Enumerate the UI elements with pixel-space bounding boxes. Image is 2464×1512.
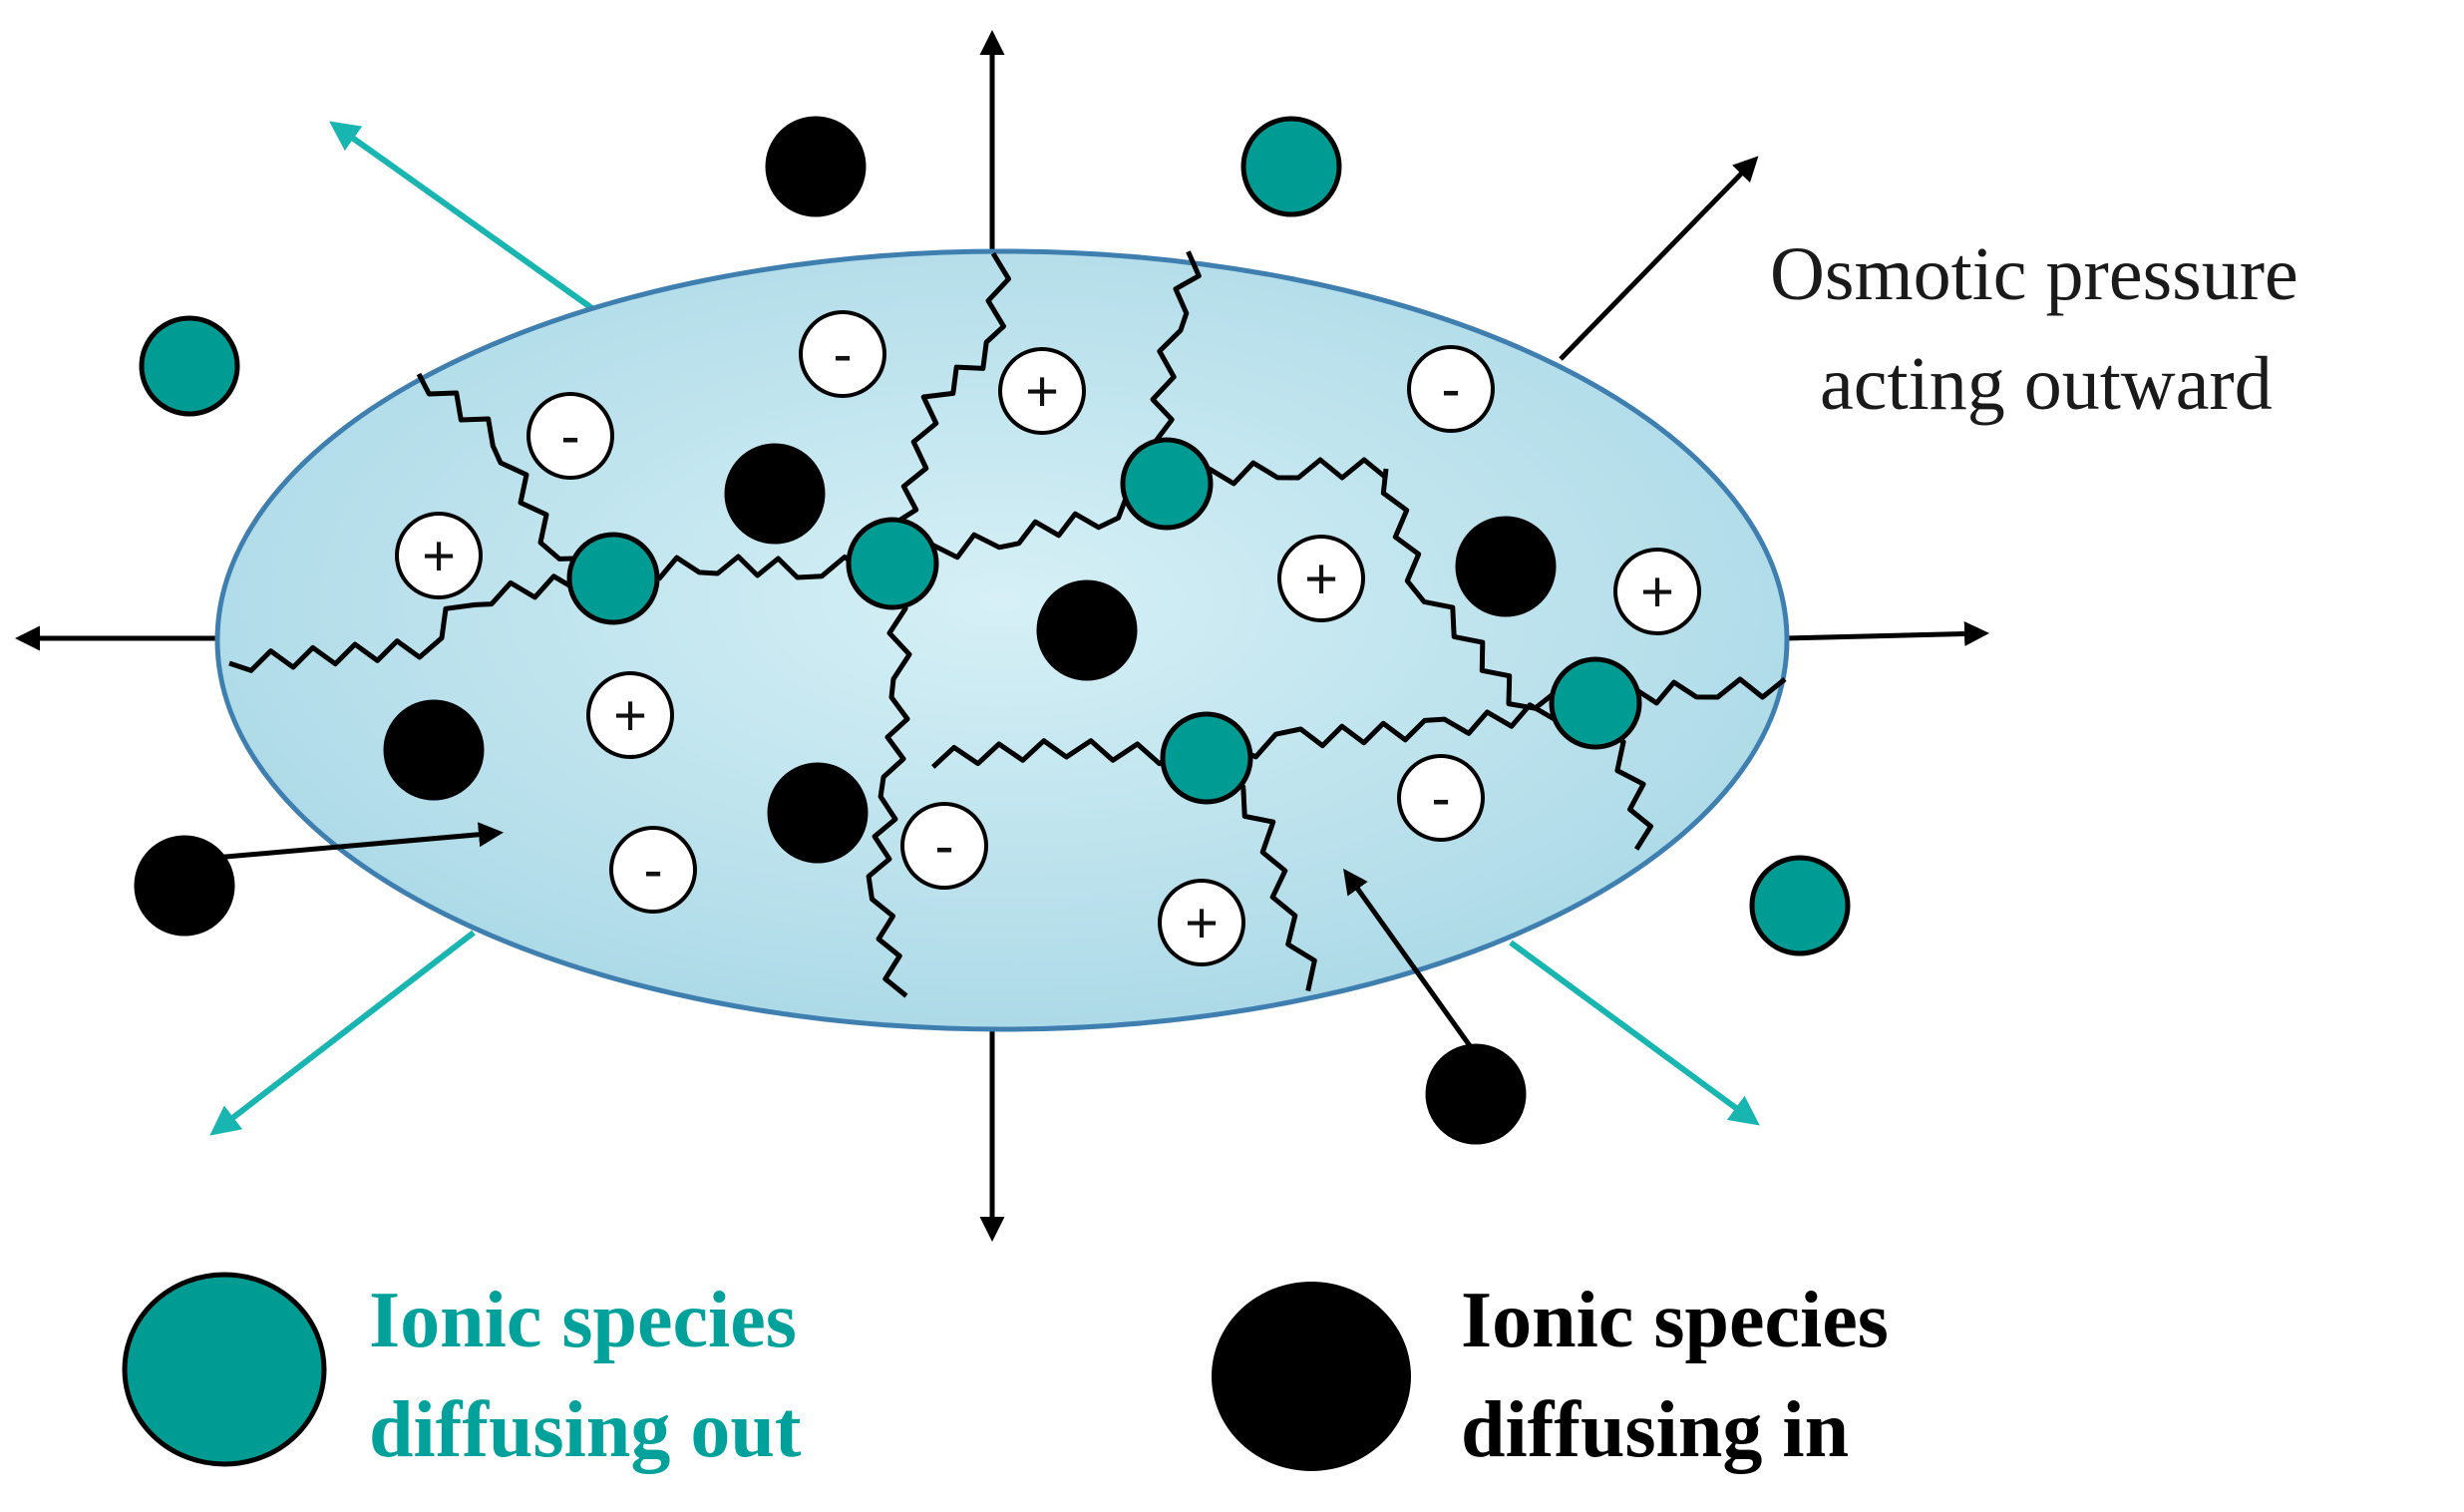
positive-charge-4: + <box>1613 548 1701 635</box>
outer-teal-particle-right <box>1749 855 1851 956</box>
positive-charge-3: + <box>1277 535 1365 622</box>
fixed-charges: - - - - - - + + + + + + <box>395 310 1701 966</box>
negative-charge-4: - <box>609 826 697 914</box>
plus-sign: + <box>1304 547 1338 611</box>
inner-black-particle-2 <box>1036 579 1138 681</box>
osmotic-annotation-line2: acting outward <box>1820 342 2273 426</box>
chain-down-center <box>866 563 912 998</box>
minus-sign: - <box>934 814 953 879</box>
legend-in-line1: Ionic species <box>1461 1277 1889 1364</box>
minus-sign: - <box>1431 766 1450 831</box>
legend-teal-swatch <box>122 1272 327 1467</box>
ionic-particles <box>134 116 1851 1145</box>
plus-sign: + <box>1185 891 1219 955</box>
crosslink-particle-3 <box>1120 437 1214 531</box>
outer-black-particle-bottom <box>1425 1043 1527 1145</box>
arrow-right <box>1784 621 1989 646</box>
chain-right-top-2 <box>1380 468 1598 714</box>
plus-sign: + <box>422 524 456 588</box>
inner-black-particle-5 <box>767 762 869 864</box>
negative-charge-6: - <box>1397 754 1485 842</box>
plus-sign: + <box>613 683 647 748</box>
outer-black-particle-left <box>134 835 235 937</box>
diffusion-out-arrows <box>209 121 1760 1136</box>
osmotic-arrows <box>15 30 1989 1242</box>
positive-charge-1: + <box>395 512 483 599</box>
plus-sign: + <box>1640 560 1674 624</box>
legend-out-line1: Ionic species <box>369 1277 797 1364</box>
negative-charge-5: - <box>900 802 988 890</box>
chain-up-center <box>890 251 1011 566</box>
teal-arrow-lower-right <box>1509 940 1760 1126</box>
chain-left-bottom <box>228 567 599 673</box>
crosslink-particle-5 <box>1549 656 1642 750</box>
crosslink-particle-4 <box>1160 711 1253 805</box>
inner-black-particle-1 <box>724 443 826 545</box>
crosslink-particle-1 <box>566 532 660 625</box>
negative-charge-3: - <box>1407 345 1495 433</box>
osmotic-annotation-line1: Osmotic pressure <box>1770 232 2298 316</box>
positive-charge-6: + <box>1158 879 1245 966</box>
minus-sign: - <box>643 838 662 903</box>
positive-charge-5: + <box>586 671 674 759</box>
teal-arrow-lower-left <box>209 930 476 1136</box>
in-arrow-lower-right <box>1343 868 1474 1049</box>
diffusion-in-arrows <box>213 822 1474 1049</box>
plus-sign: + <box>1025 359 1059 424</box>
minus-sign: - <box>560 404 579 469</box>
outer-black-particle-top <box>765 116 867 217</box>
in-arrow-left <box>213 822 504 861</box>
teal-arrow-upper-left <box>329 121 595 312</box>
negative-charge-1: - <box>527 392 614 480</box>
inner-black-particle-3 <box>1455 516 1557 617</box>
inner-black-particle-4 <box>383 699 485 801</box>
outer-teal-particle-left <box>139 315 240 417</box>
minus-sign: - <box>833 322 852 387</box>
chain-left-top <box>416 372 595 586</box>
legend: Ionic species diffusing out Ionic specie… <box>122 1272 1889 1474</box>
negative-charge-2: - <box>799 310 886 398</box>
arrow-upper-right <box>1559 156 1759 361</box>
legend-in-line2: diffusing in <box>1461 1386 1849 1474</box>
minus-sign: - <box>1441 357 1460 422</box>
chain-lower-middle <box>930 738 1209 769</box>
legend-out-line2: diffusing out <box>369 1386 802 1474</box>
positive-charge-2: + <box>998 347 1086 435</box>
outer-teal-particle-top <box>1240 116 1342 217</box>
crosslink-particle-2 <box>846 517 939 610</box>
chain-right-bottom <box>1207 695 1596 769</box>
hydrogel-body <box>214 248 1790 1032</box>
legend-black-swatch <box>1212 1282 1411 1471</box>
